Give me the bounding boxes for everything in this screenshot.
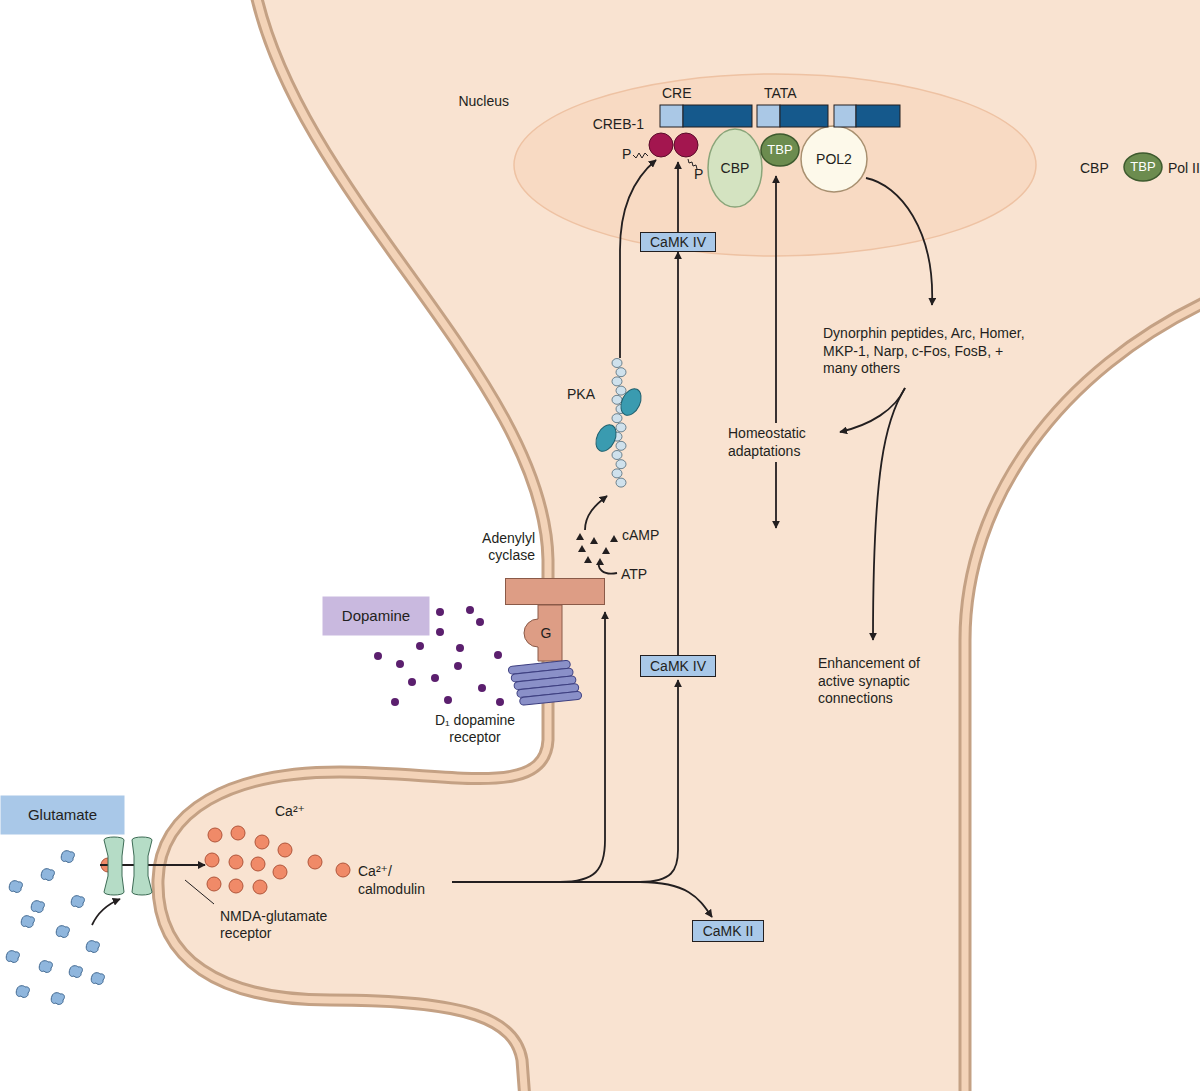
shape-text: CBP bbox=[721, 160, 750, 176]
tbp-symbol: TBP bbox=[1123, 152, 1163, 182]
pathway-arrows bbox=[92, 388, 905, 925]
shape-text: TBP bbox=[767, 143, 792, 158]
annotation-label: P bbox=[694, 166, 703, 184]
annotation-label: CBP bbox=[1080, 160, 1109, 178]
g-protein: G bbox=[522, 605, 570, 661]
kinase-box: CaMK IV bbox=[640, 232, 716, 252]
shape-label: PKA bbox=[559, 386, 595, 403]
text-holder: TBP bbox=[1123, 152, 1163, 182]
cbp-protein: CBP bbox=[707, 128, 763, 208]
shape-text: TBP bbox=[1130, 160, 1155, 175]
text-holder: CaMK IV bbox=[640, 655, 716, 677]
shape-label: Adenylyl cyclase bbox=[463, 530, 535, 564]
shape-text: Dopamine bbox=[342, 607, 410, 624]
shape-text: CaMK IV bbox=[650, 234, 706, 250]
dopamine-receptor: D₁ dopamine receptor bbox=[508, 660, 578, 706]
kinase-box: CaMK IV bbox=[640, 655, 716, 677]
pka-enzyme-shape bbox=[597, 358, 643, 492]
camp-molecules bbox=[576, 533, 618, 565]
adenylyl-cyclase-shape bbox=[505, 578, 605, 605]
shape-text: POL2 bbox=[816, 151, 852, 167]
glutamate-tag: Glutamate bbox=[0, 795, 125, 835]
pol2-enzyme: POL2 bbox=[800, 125, 868, 193]
signal-arrow bbox=[677, 252, 679, 655]
tbp-protein: TBP bbox=[760, 133, 800, 167]
annotation-label: TATA bbox=[764, 85, 797, 103]
shape-label: D₁ dopamine receptor bbox=[420, 712, 530, 746]
text-holder: CaMK IV bbox=[640, 232, 716, 252]
annotation-label: CRE bbox=[662, 85, 692, 103]
text-holder: CaMK II bbox=[692, 920, 764, 942]
nmda-receptor-shape bbox=[100, 836, 156, 896]
shape-text: Glutamate bbox=[28, 806, 97, 823]
cell-membrane bbox=[158, 0, 1200, 1091]
creb-dimer-shape bbox=[648, 128, 700, 162]
phosphate-links bbox=[633, 153, 697, 169]
dopamine-receptor-shape bbox=[508, 660, 578, 706]
shape-text: CaMK IV bbox=[650, 658, 706, 674]
annotation-label: Enhancement of active synaptic connectio… bbox=[818, 655, 958, 708]
kinase-box: CaMK II bbox=[692, 920, 764, 942]
shape-label: NMDA-glutamate receptor bbox=[220, 908, 350, 942]
annotation-label: Dynorphin peptides, Arc, Homer, MKP-1, N… bbox=[823, 325, 1038, 378]
adenylyl-cyclase: Adenylyl cyclase bbox=[505, 578, 605, 605]
membrane-inner bbox=[158, 0, 1200, 1091]
signal-arrow bbox=[677, 162, 679, 232]
creb-dimer: CREB-1 bbox=[648, 128, 700, 162]
text-holder: Dopamine bbox=[322, 596, 430, 636]
text-holder: POL2 bbox=[800, 125, 868, 193]
annotation-label: Homeostatic adaptations bbox=[728, 423, 820, 462]
text-holder: Glutamate bbox=[0, 795, 125, 835]
annotation-label: P bbox=[622, 146, 631, 164]
annotation-label: Pol II bbox=[1168, 160, 1200, 178]
calcium-ions bbox=[101, 826, 350, 894]
glutamate-molecules bbox=[6, 851, 104, 1005]
shape-label: CREB-1 bbox=[592, 116, 644, 133]
shape-text: CaMK II bbox=[703, 923, 754, 939]
text-holder: CBP bbox=[707, 128, 763, 208]
annotation-label: ATP bbox=[621, 566, 647, 584]
annotation-label: Ca²⁺/ calmodulin bbox=[358, 863, 448, 898]
text-holder: TBP bbox=[760, 133, 800, 167]
text-holder: G bbox=[522, 605, 570, 661]
shape-text: G bbox=[541, 625, 552, 641]
dna-strand bbox=[660, 105, 900, 127]
dopamine-tag: Dopamine bbox=[322, 596, 430, 636]
pka-enzyme: PKA bbox=[597, 358, 643, 492]
shape-label: Nucleus bbox=[451, 93, 509, 110]
annotation-label: cAMP bbox=[622, 527, 659, 545]
annotation-label: Ca²⁺ bbox=[275, 803, 305, 821]
nmda-receptor: NMDA-glutamate receptor bbox=[100, 836, 156, 896]
signal-arrow bbox=[620, 160, 656, 358]
